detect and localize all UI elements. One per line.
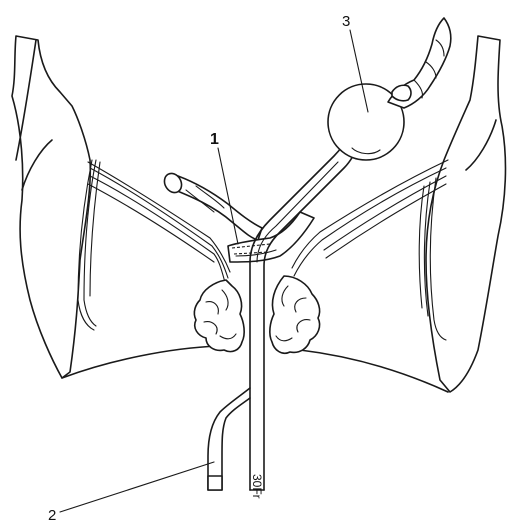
right-pelvic-wall — [426, 36, 505, 392]
leader-line-1 — [218, 148, 238, 244]
catheter-size-label: 30Fr — [250, 474, 264, 499]
label-2: 2 — [48, 507, 56, 522]
label-3: 3 — [342, 13, 350, 30]
leader-line-2 — [60, 462, 214, 512]
label-1: 1 — [210, 131, 219, 148]
pelvic-floor-edges — [62, 346, 448, 392]
ureter — [388, 18, 451, 108]
left-prostate-lobe — [194, 280, 244, 352]
catheter-plug — [208, 476, 222, 490]
left-pelvic-wall — [12, 36, 90, 378]
rectum — [161, 170, 262, 240]
leader-lines — [60, 30, 368, 512]
right-prostate-lobe — [270, 276, 320, 353]
